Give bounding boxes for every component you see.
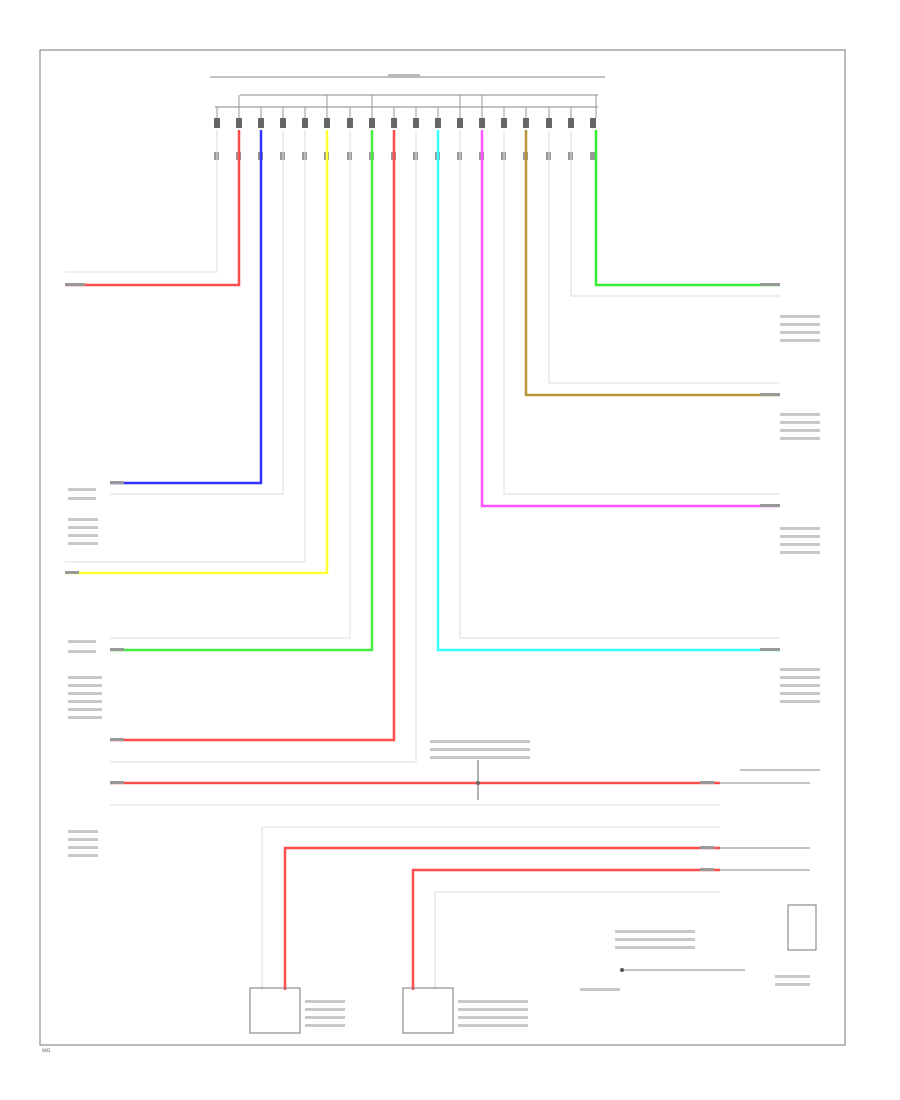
illegible-label-marks	[68, 315, 820, 1027]
wire-white-cyan-pair	[459, 130, 780, 639]
wire-magenta	[480, 130, 780, 508]
top-bus-label-mark	[388, 74, 420, 78]
bottom-left-component	[249, 987, 301, 1034]
wire-blue	[110, 130, 263, 485]
wire-white-tan-pair	[548, 130, 780, 384]
wire-red-top-left	[65, 130, 241, 287]
wire-white-green-pair	[110, 130, 351, 639]
wire-white-top-right	[570, 130, 780, 297]
right-switch-component	[787, 904, 817, 951]
wire-yellow	[65, 130, 329, 575]
wire-red-bottom-right	[411, 868, 720, 990]
bottom-center-component	[402, 987, 454, 1034]
wire-tan	[524, 130, 780, 397]
wire-cyan	[436, 130, 780, 652]
wire-white-top-left	[65, 130, 218, 273]
bottom-right-terminal	[620, 968, 624, 972]
connector-pin-marks	[214, 152, 595, 160]
footer-label: W/D	[42, 1048, 50, 1053]
wire-green-left	[110, 130, 374, 652]
right-lead-lines	[720, 769, 820, 871]
wire-white-middle	[110, 130, 417, 763]
wire-white-magenta-pair	[503, 130, 780, 495]
wire-red-bottom-left	[283, 846, 720, 990]
bus-risers	[216, 95, 597, 118]
junction-dot	[476, 781, 480, 785]
wire-white-blue-pair	[110, 130, 284, 495]
wire-red-middle	[110, 130, 396, 742]
wire-end-marks	[65, 283, 780, 871]
top-bus	[210, 76, 605, 108]
wire-white-yellow-pair	[65, 130, 306, 563]
wire-green-top-right	[594, 130, 780, 287]
connector-pins	[214, 118, 596, 128]
diagram-frame	[39, 49, 846, 1046]
